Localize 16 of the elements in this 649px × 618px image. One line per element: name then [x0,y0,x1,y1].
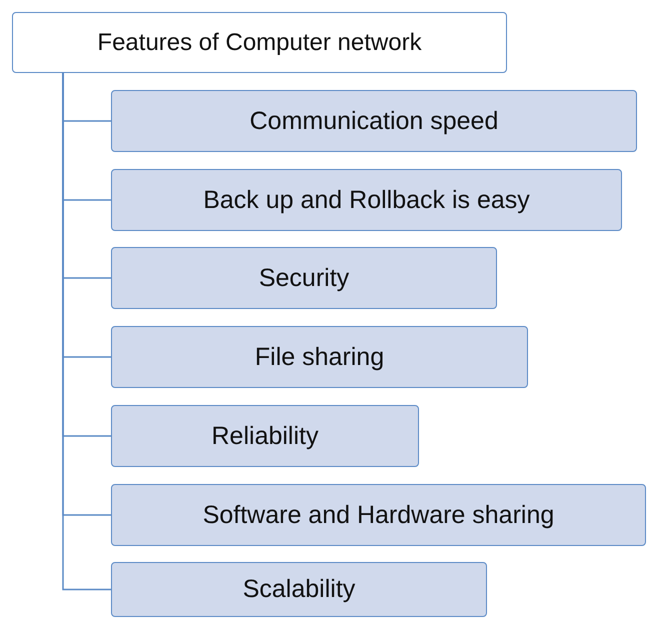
feature-box [111,484,646,546]
feature-text: File sharing [254,342,384,372]
feature-box [111,169,622,231]
feature-box [111,90,637,152]
feature-text: Scalability [242,575,356,604]
feature-text: Communication speed [250,106,498,136]
feature-box [111,247,497,309]
feature-box [111,562,487,617]
feature-text: Back up and Rollback is easy [203,186,530,214]
feature-text: Reliability [212,422,318,450]
feature-text: Features of Computer network [97,28,422,56]
feature-text: Software and Hardware sharing [202,500,554,530]
feature-box [111,326,528,388]
title-box [12,12,507,73]
feature-box [111,405,419,467]
feature-text: Security [258,264,350,292]
